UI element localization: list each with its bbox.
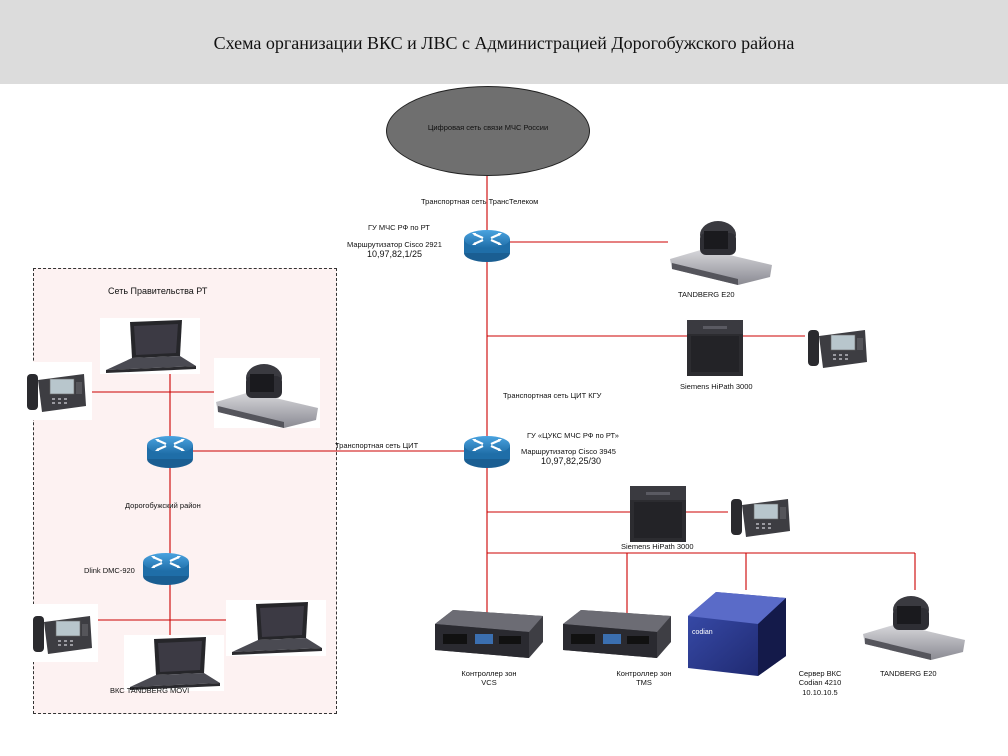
ip-phone-1-icon (804, 317, 874, 377)
gov-network-label: Сеть Правительства РТ (108, 286, 208, 296)
tms-controller-icon (563, 610, 671, 658)
router-dlink-icon (141, 551, 191, 587)
tandberg-e20-bottom-icon (861, 590, 967, 660)
tandberg-top-label: TANDBERG E20 (678, 290, 735, 299)
router-mid-model: Маршрутизатор Cisco 3945 (521, 447, 616, 456)
tandberg-bottom-label: TANDBERG E20 (880, 669, 937, 678)
ip-phone-2-icon (727, 486, 797, 546)
tandberg-e20-top-icon (668, 215, 774, 285)
router-top-org: ГУ МЧС РФ по РТ (368, 223, 430, 232)
tms-label-line2: TMS (636, 678, 652, 688)
gov-phone-bottom-icon (29, 603, 99, 663)
cloud-label: Цифровая сеть связи МЧС России (427, 123, 549, 132)
vcs-label-line1: Контроллер зон (461, 669, 517, 678)
dlink-label: Dlink DMC-920 (84, 566, 135, 575)
title-bar (0, 0, 1008, 84)
codian-label-line2: Codian 4210 (798, 678, 842, 688)
vcs-label: Контроллер зон VCS (441, 669, 537, 688)
codian-label-line1: Сервер ВКС (798, 669, 842, 678)
siemens-hipath-1-icon (687, 320, 743, 376)
codian-label-line3: 10.10.10.5 (802, 687, 838, 697)
siemens-hipath-2-icon (630, 486, 686, 542)
codian-brand: codian (692, 629, 713, 636)
gov-phone-top-icon (23, 361, 93, 421)
gov-laptop-movi-icon (124, 635, 224, 691)
mchs-network-cloud (386, 86, 590, 176)
router-cisco-2921-icon (462, 228, 512, 264)
movi-label: ВКС TANDBERG MOVI (110, 686, 190, 695)
gov-laptop-right-icon (226, 600, 326, 656)
gov-camera-icon (214, 358, 320, 428)
siemens-1-label: Siemens HiPath 3000 (680, 382, 753, 391)
router-mid-ip: 10,97,82,25/30 (541, 456, 602, 466)
router-top-model: Маршрутизатор Cisco 2921 (347, 240, 442, 249)
codian-label: Сервер ВКС Codian 4210 10.10.10.5 (778, 669, 862, 697)
diagram-title: Схема организации ВКС и ЛВС с Администра… (213, 33, 795, 53)
router-top-ip: 10,97,82,1/25 (367, 249, 423, 259)
vcs-controller-icon (435, 610, 543, 658)
tms-label-line1: Контроллер зон (616, 669, 672, 678)
link-cit: Транспортная сеть ЦИТ (335, 441, 419, 450)
router-mid-org: ГУ «ЦУКС МЧС РФ по РТ» (527, 431, 619, 440)
gov-district-label: Дорогобужский район (125, 501, 201, 510)
codian-server-icon (688, 592, 786, 676)
router-gov-icon (145, 434, 195, 470)
siemens-2-label: Siemens HiPath 3000 (621, 542, 694, 551)
router-cisco-3945-icon (462, 434, 512, 470)
link-transtelecom: Транспортная сеть ТрансТелеком (421, 197, 539, 206)
link-cit-kgu: Транспортная сеть ЦИТ КГУ (503, 391, 602, 400)
tms-label: Контроллер зон TMS (596, 669, 692, 688)
vcs-label-line2: VCS (481, 678, 497, 688)
gov-laptop-top-icon (100, 318, 200, 374)
